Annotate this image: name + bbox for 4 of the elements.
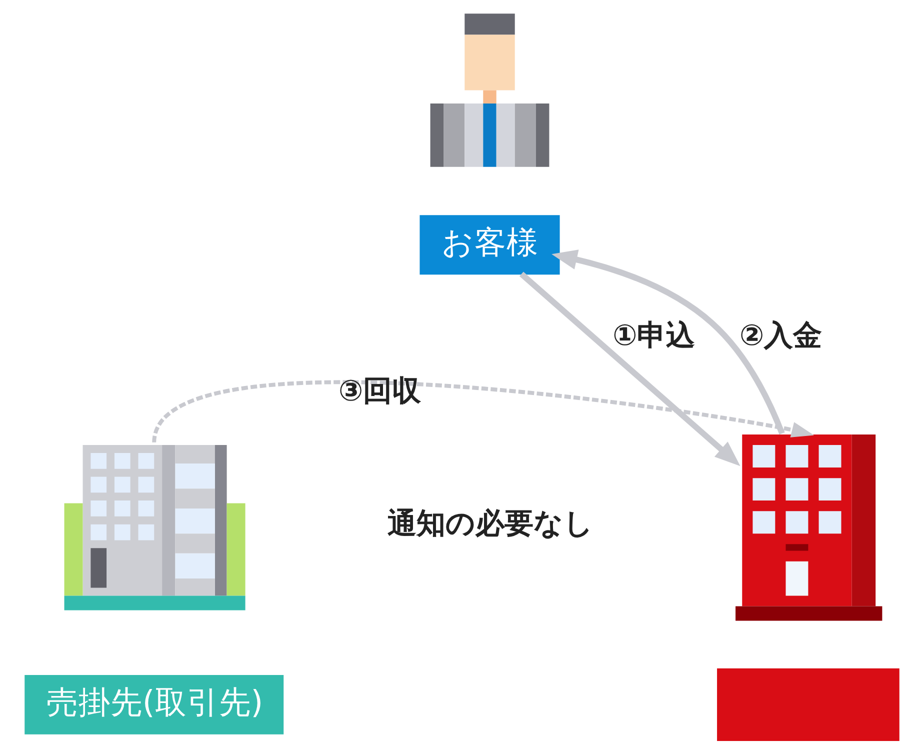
label: 通知の必要なし bbox=[387, 506, 594, 540]
edge-label: ①申込 bbox=[612, 318, 696, 352]
edge-label: ③回収 bbox=[338, 373, 422, 408]
edge-label: ②入金 bbox=[739, 318, 822, 352]
